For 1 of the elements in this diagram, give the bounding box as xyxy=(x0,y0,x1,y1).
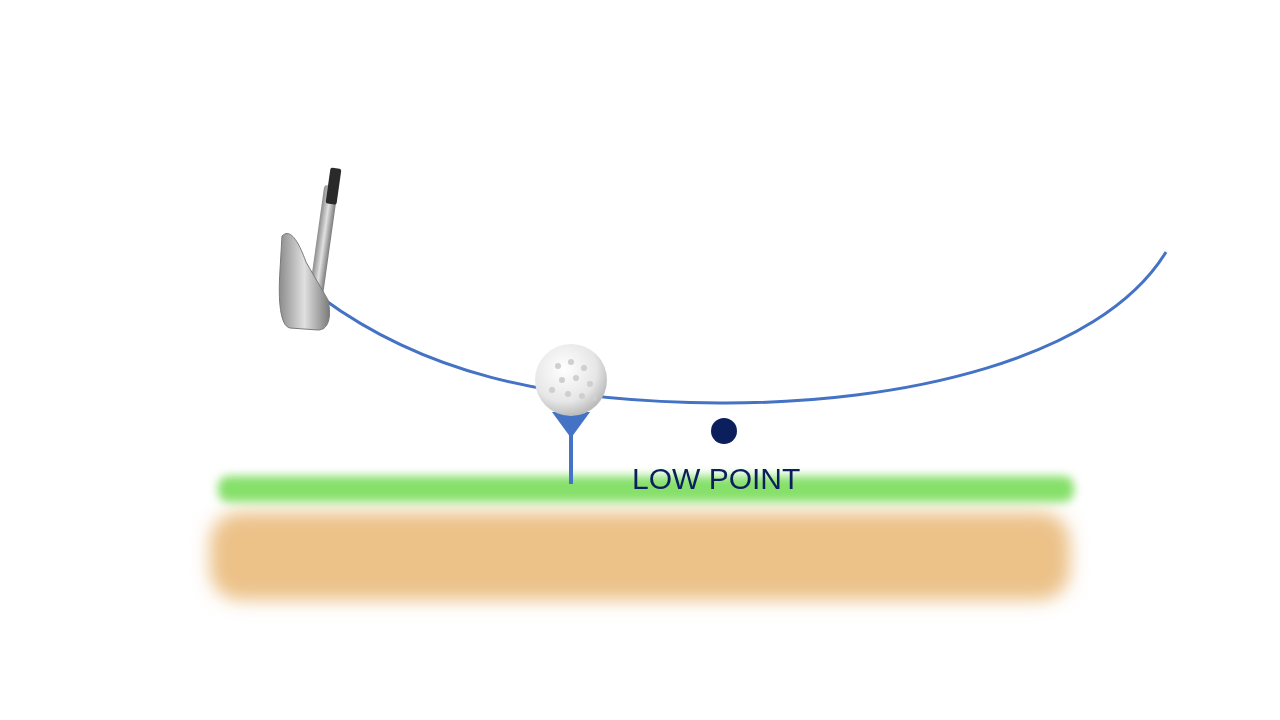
low-point-label: LOW POINT xyxy=(632,462,801,496)
